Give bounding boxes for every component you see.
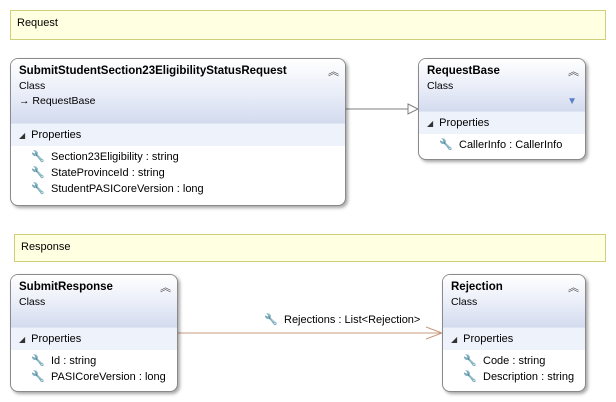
property-label: PASICoreVersion : long: [51, 371, 166, 383]
class-header[interactable]: SubmitResponse Class ︽: [11, 275, 177, 327]
property-item[interactable]: 🔧 Description : string: [463, 369, 585, 385]
collapse-triangle-icon[interactable]: ◢: [451, 335, 458, 344]
property-label: Description : string: [483, 371, 575, 383]
property-item[interactable]: 🔧 Id : string: [31, 353, 177, 369]
wrench-icon: 🔧: [439, 139, 453, 151]
class-header[interactable]: Rejection Class ︽: [443, 275, 585, 327]
property-item[interactable]: 🔧 StudentPASICoreVersion : long: [31, 181, 345, 197]
wrench-icon: 🔧: [463, 355, 477, 367]
arrow-right-icon: →: [19, 95, 30, 107]
property-item[interactable]: 🔧 CallerInfo : CallerInfo: [439, 137, 585, 153]
wrench-icon: 🔧: [31, 355, 45, 367]
double-chevron-up-icon[interactable]: ︽: [568, 66, 579, 78]
double-chevron-up-icon[interactable]: ︽: [568, 282, 579, 294]
wrench-icon: 🔧: [264, 314, 278, 326]
properties-section-header[interactable]: ◢ Properties: [11, 327, 177, 350]
wrench-icon: 🔧: [31, 371, 45, 383]
request-note[interactable]: Request: [10, 10, 606, 40]
collapse-triangle-icon[interactable]: ◢: [19, 131, 26, 140]
property-label: StudentPASICoreVersion : long: [51, 183, 204, 195]
class-name: Rejection: [451, 281, 503, 293]
property-label: Section23Eligibility : string: [51, 151, 179, 163]
class-rejection[interactable]: Rejection Class ︽ ◢ Properties 🔧 Code : st…: [442, 274, 586, 392]
property-label: CallerInfo : CallerInfo: [459, 139, 563, 151]
double-chevron-up-icon[interactable]: ︽: [160, 282, 171, 294]
class-name: SubmitResponse: [19, 281, 113, 293]
class-name: RequestBase: [427, 65, 500, 77]
request-note-text: Request: [17, 17, 58, 29]
property-item[interactable]: 🔧 PASICoreVersion : long: [31, 369, 177, 385]
class-request-base[interactable]: RequestBase Class ︽ ▼ ◢ Properties 🔧 Calle…: [418, 58, 586, 160]
collapse-triangle-icon[interactable]: ◢: [427, 119, 434, 128]
property-item[interactable]: 🔧 Code : string: [463, 353, 585, 369]
section-label: Properties: [463, 333, 514, 345]
property-label: Code : string: [483, 355, 546, 367]
property-label: Id : string: [51, 355, 97, 367]
properties-list: 🔧 CallerInfo : CallerInfo: [419, 134, 585, 153]
class-base-name: RequestBase: [32, 95, 96, 107]
class-kind: Class: [19, 296, 46, 308]
class-kind: Class: [19, 80, 46, 92]
filter-icon: ▼: [567, 96, 577, 107]
inheritance-arrowhead: [407, 103, 420, 115]
wrench-icon: 🔧: [463, 371, 477, 383]
class-name: SubmitStudentSection23EligibilityStatusR…: [19, 65, 287, 77]
wrench-icon: 🔧: [31, 151, 45, 163]
property-item[interactable]: 🔧 StateProvinceId : string: [31, 165, 345, 181]
response-note-text: Response: [21, 241, 71, 253]
response-note[interactable]: Response: [14, 234, 606, 262]
properties-section-header[interactable]: ◢ Properties: [419, 111, 585, 134]
class-kind: Class: [451, 296, 478, 308]
properties-list: 🔧 Section23Eligibility : string 🔧 StatePro…: [11, 146, 345, 197]
property-label: StateProvinceId : string: [51, 167, 165, 179]
section-label: Properties: [31, 333, 82, 345]
class-header[interactable]: SubmitStudentSection23EligibilityStatusR…: [11, 59, 345, 123]
properties-section-header[interactable]: ◢ Properties: [11, 123, 345, 146]
class-submit-response[interactable]: SubmitResponse Class ︽ ◢ Properties 🔧 Id :…: [10, 274, 178, 392]
property-item[interactable]: 🔧 Section23Eligibility : string: [31, 149, 345, 165]
class-kind: Class: [427, 80, 454, 92]
class-base-type: → RequestBase: [19, 95, 337, 107]
section-label: Properties: [439, 117, 490, 129]
class-header[interactable]: RequestBase Class ︽ ▼: [419, 59, 585, 111]
association-label[interactable]: 🔧 Rejections : List<Rejection>: [264, 313, 420, 326]
double-chevron-up-icon[interactable]: ︽: [328, 66, 339, 78]
wrench-icon: 🔧: [31, 183, 45, 195]
association-label-text: Rejections : List<Rejection>: [284, 314, 421, 326]
properties-section-header[interactable]: ◢ Properties: [443, 327, 585, 350]
properties-list: 🔧 Code : string 🔧 Description : string: [443, 350, 585, 385]
properties-list: 🔧 Id : string 🔧 PASICoreVersion : long: [11, 350, 177, 385]
class-submit-request[interactable]: SubmitStudentSection23EligibilityStatusR…: [10, 58, 346, 206]
section-label: Properties: [31, 129, 82, 141]
collapse-triangle-icon[interactable]: ◢: [19, 335, 26, 344]
wrench-icon: 🔧: [31, 167, 45, 179]
